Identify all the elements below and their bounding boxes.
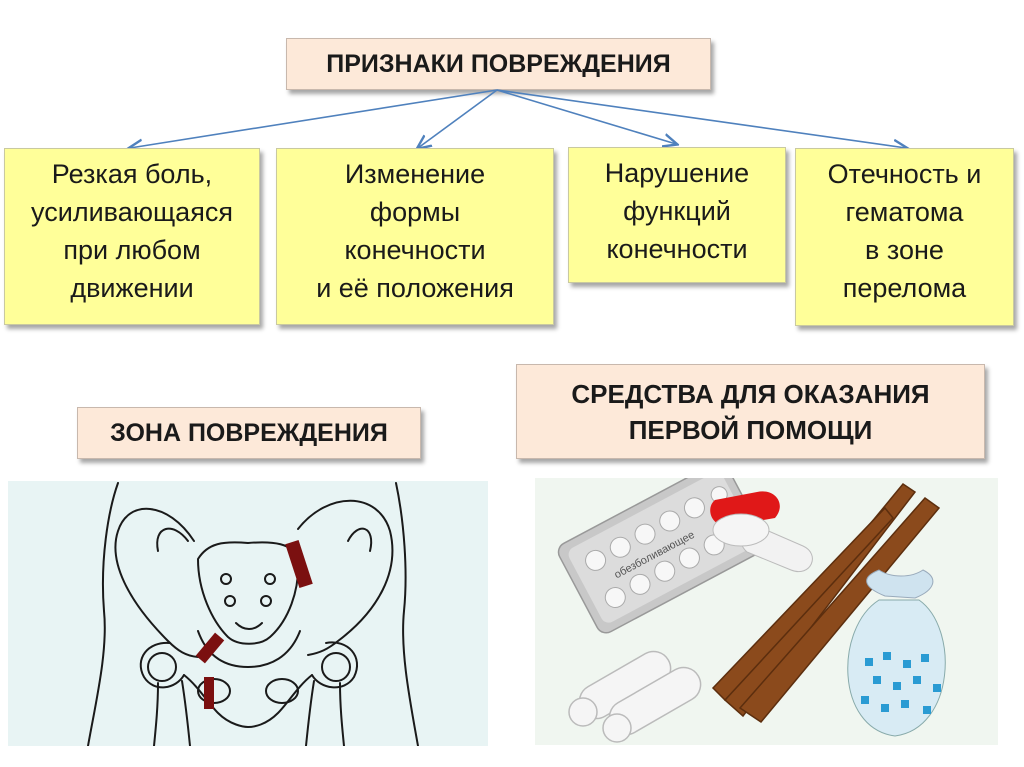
- first-aid-title: СРЕДСТВА ДЛЯ ОКАЗАНИЯ ПЕРВОЙ ПОМОЩИ: [571, 378, 930, 445]
- fracture-mark-pubis-lower: [204, 677, 214, 709]
- fracture-mark-pubis-upper: [195, 632, 225, 664]
- pelvis-skeleton-drawing: [87, 482, 419, 746]
- arrow-to-sign-3: [496, 89, 676, 144]
- sign-text: Изменение формы конечности и её положени…: [316, 159, 514, 303]
- sign-box-pain: Резкая боль, усиливающаяся при любом дви…: [4, 148, 260, 325]
- first-aid-title-box: СРЕДСТВА ДЛЯ ОКАЗАНИЯ ПЕРВОЙ ПОМОЩИ: [516, 364, 985, 459]
- capsule-icon: [710, 491, 813, 573]
- header-title-box: ПРИЗНАКИ ПОВРЕЖДЕНИЯ: [286, 38, 711, 90]
- arrow-to-sign-2: [418, 89, 498, 148]
- arrow-to-sign-4: [496, 89, 906, 148]
- injury-zone-title: ЗОНА ПОВРЕЖДЕНИЯ: [110, 418, 388, 447]
- sign-box-swelling: Отечность и гематома в зоне перелома: [795, 148, 1014, 326]
- sign-text: Нарушение функций конечности: [604, 158, 750, 264]
- arrow-to-sign-1: [130, 89, 498, 148]
- fracture-mark-ilium: [285, 539, 313, 589]
- sign-box-function: Нарушение функций конечности: [568, 147, 786, 283]
- ice-bag-icon: [847, 569, 946, 737]
- bandage-rolls-icon: [568, 650, 702, 743]
- injury-zone-title-box: ЗОНА ПОВРЕЖДЕНИЯ: [77, 407, 421, 459]
- sign-box-deformation: Изменение формы конечности и её положени…: [276, 148, 554, 325]
- first-aid-supplies-drawing: обезболивающее: [557, 478, 946, 743]
- sign-text: Отечность и гематома в зоне перелома: [827, 159, 982, 303]
- pelvis-illustration: [8, 481, 488, 746]
- splint-sticks-icon: [711, 483, 941, 723]
- header-title: ПРИЗНАКИ ПОВРЕЖДЕНИЯ: [326, 49, 671, 78]
- sign-text: Резкая боль, усиливающаяся при любом дви…: [31, 159, 233, 303]
- first-aid-supplies-illustration: обезболивающее: [535, 478, 998, 745]
